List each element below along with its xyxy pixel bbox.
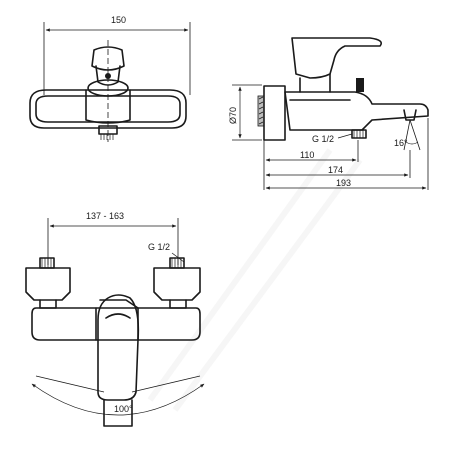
front-view: 150 <box>29 15 191 142</box>
side-view: Ø70 G 1/2 16° 110 1 <box>228 37 429 190</box>
dim-thread-side: G 1/2 <box>312 134 334 144</box>
dim-len-110: 110 <box>300 150 314 160</box>
dim-len-193: 193 <box>336 178 351 188</box>
dim-thread-bottom: G 1/2 <box>148 242 170 252</box>
dim-front-width: 150 <box>111 15 126 25</box>
dim-angle-spout: 16° <box>394 138 408 148</box>
dim-len-174: 174 <box>328 165 343 175</box>
watermark <box>147 148 363 412</box>
dim-bottom-centers: 137 - 163 <box>86 211 124 221</box>
dim-angle-lever: 100° <box>114 404 133 414</box>
bottom-view: 137 - 163 G 1/2 100° <box>25 211 205 427</box>
dim-side-diameter: Ø70 <box>228 107 238 124</box>
